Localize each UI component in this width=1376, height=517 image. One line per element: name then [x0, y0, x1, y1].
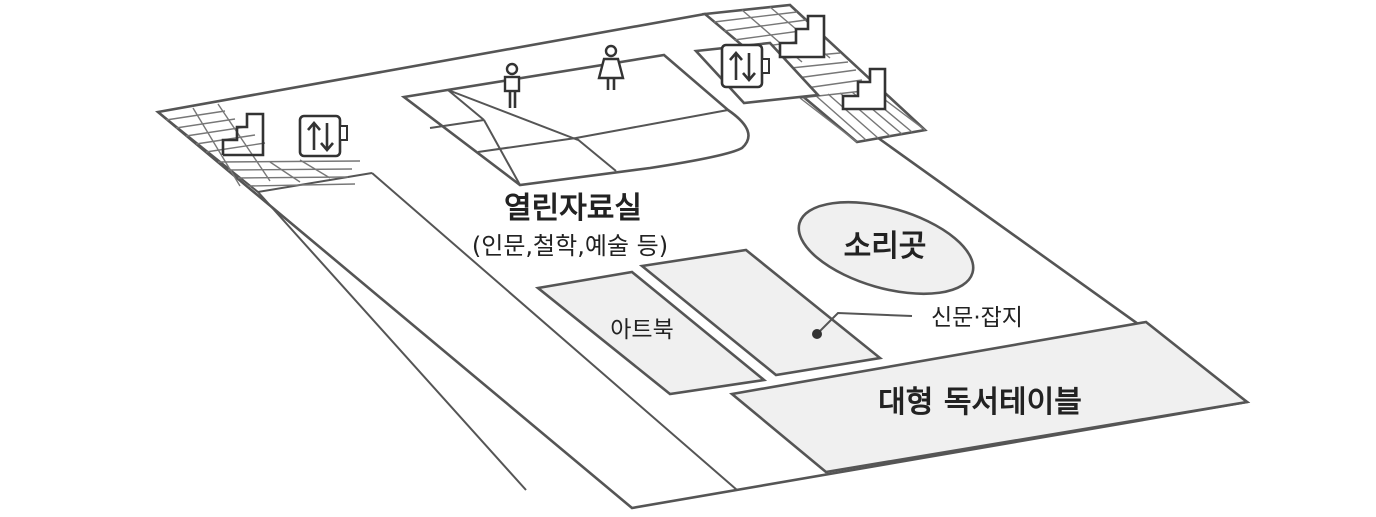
left-stair-grid: [165, 103, 361, 187]
stairs-icon-upper: [778, 14, 826, 59]
newspapers-zone: [638, 248, 884, 377]
reading-table-label: 대형 독서테이블: [878, 385, 1082, 420]
stairs-icon-lower: [841, 67, 887, 111]
open-stacks-title: 열린자료실: [504, 191, 642, 226]
left-corridor: [157, 111, 738, 491]
right-elevator-room: [693, 41, 821, 105]
art-books-label: 아트북: [610, 317, 673, 343]
elevator-icon: [298, 114, 348, 158]
reading-table-zone: [729, 320, 1251, 474]
art-books-zone: [534, 270, 768, 396]
newspapers-label: 신문·잡지: [931, 305, 1023, 331]
open-stacks-subtitle: (인문,철학,예술 등): [472, 232, 668, 260]
sound-area-label: 소리곳: [844, 229, 927, 264]
sound-area-zone: [797, 200, 975, 296]
newspapers-leader: [812, 311, 913, 339]
female-restroom-icon: [597, 44, 625, 90]
male-restroom-icon: [503, 62, 521, 108]
restroom-block: [400, 53, 750, 187]
stairs-icon: [221, 112, 265, 157]
